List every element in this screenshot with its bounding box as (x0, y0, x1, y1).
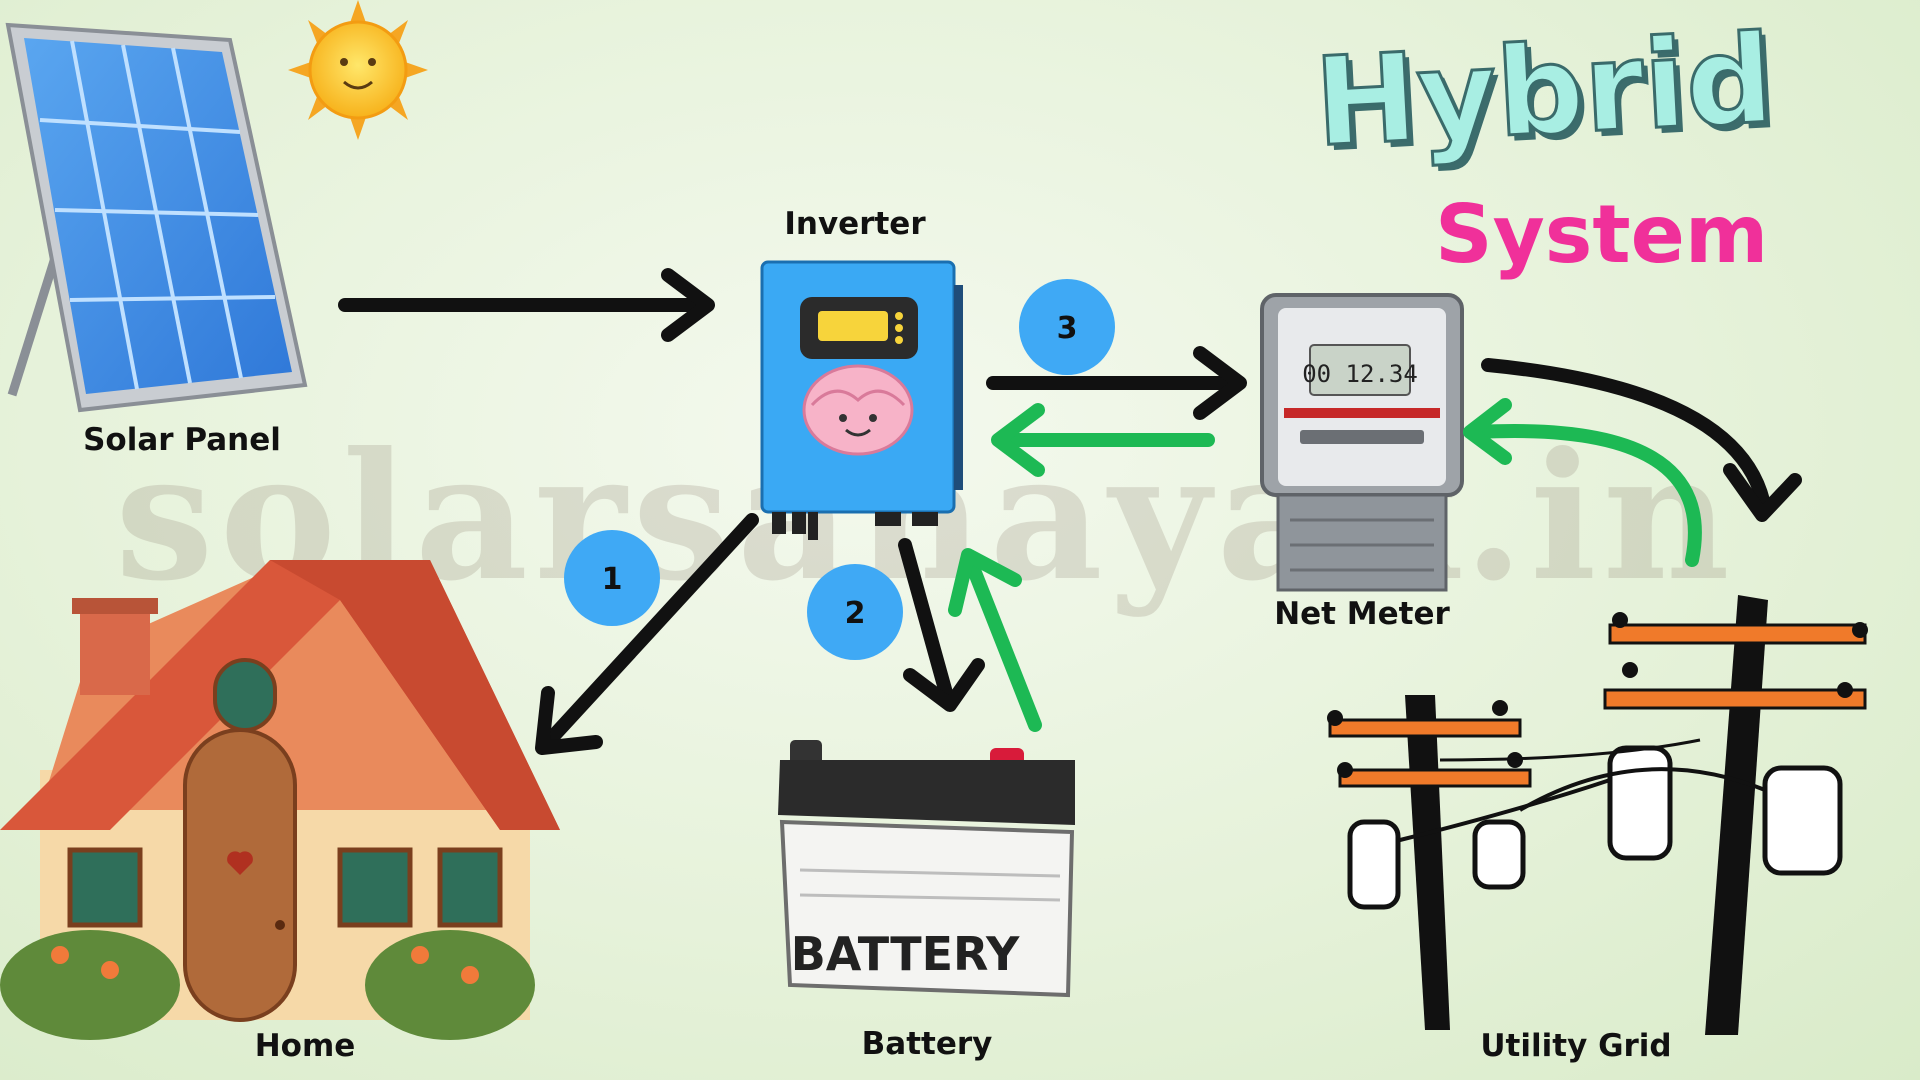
net-meter-icon: 00 12.34 (1260, 293, 1464, 592)
title-system: System (1435, 188, 1769, 281)
badge-2: 2 (807, 564, 903, 660)
battery-print-label: BATTERY (791, 927, 1020, 981)
arrow-grid-to-meter (1463, 398, 1702, 567)
title-hybrid: Hybrid (1310, 7, 1778, 176)
sun-icon (288, 0, 428, 140)
arrow-meter-to-grid (1481, 358, 1802, 522)
home-label: Home (254, 1028, 356, 1064)
badge-3: 3 (1019, 279, 1115, 375)
arrow-inverter-to-home (535, 513, 759, 755)
solar-panel-icon (5, 22, 308, 413)
svg-text:3: 3 (1057, 311, 1078, 346)
inverter-icon (760, 260, 963, 540)
svg-text:2: 2 (845, 596, 866, 631)
svg-text:1: 1 (602, 562, 623, 597)
inverter-label: Inverter (784, 206, 926, 242)
solar-panel-label: Solar Panel (83, 422, 281, 458)
arrow-inverter-to-meter (986, 346, 1247, 420)
badge-1: 1 (564, 530, 660, 626)
arrow-inverter-to-battery (898, 538, 985, 712)
arrow-battery-to-inverter (948, 548, 1042, 732)
battery-icon: BATTERY (778, 740, 1075, 998)
utility-grid-icon (1327, 595, 1868, 1035)
meter-display-readout: 00 12.34 (1302, 360, 1418, 388)
utility-grid-label: Utility Grid (1480, 1028, 1672, 1064)
arrow-solar-to-inverter (338, 268, 715, 342)
arrow-meter-to-inverter (991, 403, 1215, 477)
battery-label: Battery (861, 1026, 993, 1062)
net-meter-label: Net Meter (1274, 596, 1450, 632)
home-icon (0, 560, 560, 1040)
